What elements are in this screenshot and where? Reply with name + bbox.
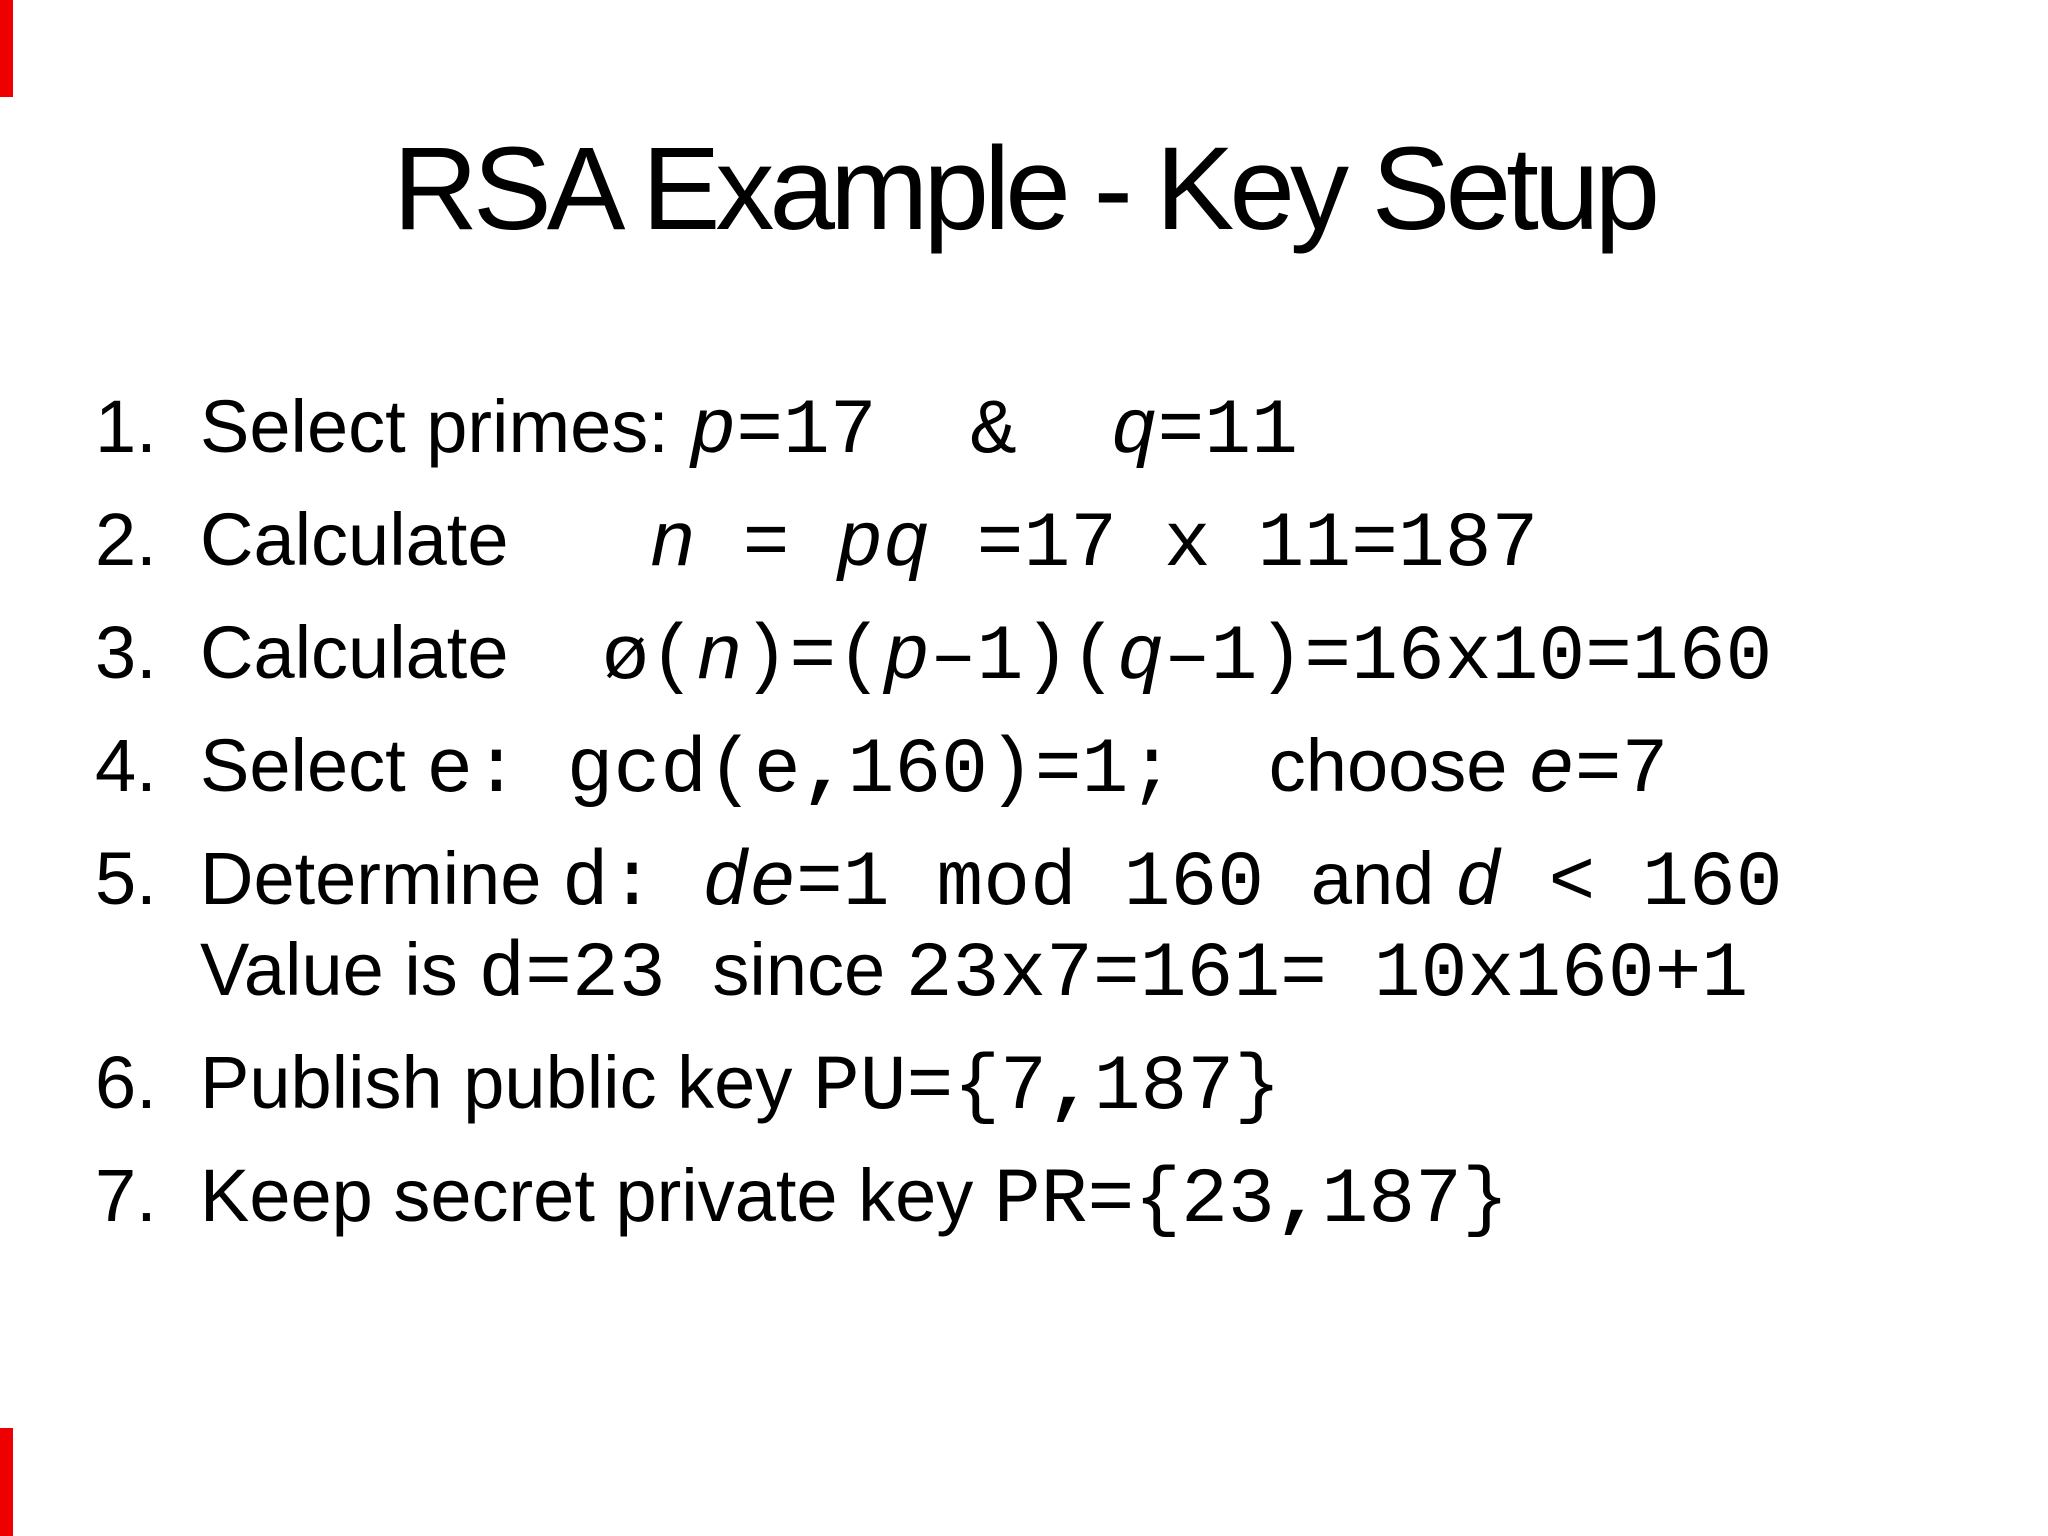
step-line: Select e: gcd(e,160)=1; choose e=7 [200, 723, 1995, 814]
text-run: Keep secret private key [200, 1154, 994, 1237]
text-run: , [800, 727, 848, 815]
text-run: = [695, 501, 837, 589]
step-line: Determine d: de=1 mod 160 and d < 160 [200, 836, 1995, 927]
text-run: Calculate [200, 611, 509, 694]
text-run: Select [200, 724, 427, 807]
step-line: Select primes: p=17 & q=11 [200, 384, 1995, 475]
step-line: Calculate n = pq =17 x 11=187 [200, 497, 1995, 588]
step-item-2: 2. Calculate n = pq =17 x 11=187 [95, 497, 1995, 588]
step-line: Value is d=23 since 23x7=161= 10x160+1 [200, 927, 1995, 1018]
text-run: and [1310, 837, 1455, 920]
text-run: ø( [508, 614, 696, 702]
text-run: Select primes: [200, 385, 690, 468]
step-item-1: 1. Select primes: p=17 & q=11 [95, 384, 1995, 475]
step-line: Calculate ø(n)=(p–1)(q–1)=16x10=160 [200, 610, 1995, 701]
step-text: Calculate n = pq =17 x 11=187 [200, 497, 1995, 588]
step-item-3: 3. Calculate ø(n)=(p–1)(q–1)=16x10=160 [95, 610, 1995, 701]
text-run: 187} [1093, 1044, 1281, 1132]
text-run: d [1454, 840, 1502, 928]
step-text: Select primes: p=17 & q=11 [200, 384, 1995, 475]
step-number: 7. [95, 1154, 157, 1237]
step-number: 1. [95, 385, 157, 468]
step-text: Select e: gcd(e,160)=1; choose e=7 [200, 723, 1995, 814]
text-run: pq [836, 501, 930, 589]
text-run: p [689, 388, 737, 476]
step-number: 6. [95, 1041, 157, 1124]
text-run: d=23 [478, 931, 713, 1019]
text-run: 187} [1321, 1157, 1509, 1245]
text-run: 23x7=161= 10x160+1 [905, 931, 1749, 1019]
text-run: p [883, 614, 930, 702]
text-run: 160)=1; [847, 727, 1269, 815]
text-run: e: gcd(e [426, 727, 801, 815]
step-line: Publish public key PU={7,187} [200, 1040, 1995, 1131]
text-run [509, 501, 649, 589]
text-run: d: [561, 840, 703, 928]
text-run: , [1274, 1157, 1322, 1245]
slide-title: RSA Example - Key Setup [392, 123, 1660, 255]
step-item-4: 4. Select e: gcd(e,160)=1; choose e=7 [95, 723, 1995, 814]
text-run: Calculate [200, 498, 509, 581]
text-run: =7 [1574, 727, 1669, 815]
text-run: –1)( [929, 614, 1118, 702]
text-run: =11 [1157, 388, 1298, 476]
step-number: 4. [95, 724, 157, 807]
step-text: Calculate ø(n)=(p–1)(q–1)=16x10=160 [200, 610, 1995, 701]
text-run: e [1527, 727, 1575, 815]
text-run: Publish public key [200, 1041, 813, 1124]
step-number: 3. [95, 611, 157, 694]
text-run: =17 x 11=187 [929, 501, 1539, 589]
text-run: n [648, 501, 696, 589]
text-run: –1)=16x10=160 [1163, 614, 1773, 702]
text-run: Determine [200, 837, 562, 920]
step-text: Keep secret private key PR={23,187} [200, 1153, 1995, 1244]
text-run: choose [1268, 724, 1528, 807]
text-run: )=( [742, 614, 883, 702]
step-item-7: 7. Keep secret private key PR={23,187} [95, 1153, 1995, 1244]
text-run: n [695, 614, 743, 702]
step-number: 5. [95, 837, 157, 920]
text-run: since [712, 928, 906, 1011]
text-run: =17 & [736, 388, 1111, 476]
text-run: =1 mod 160 [795, 840, 1311, 928]
step-line: Keep secret private key PR={23,187} [200, 1153, 1995, 1244]
text-run: q [1117, 614, 1164, 702]
step-item-6: 6. Publish public key PU={7,187} [95, 1040, 1995, 1131]
step-number: 2. [95, 498, 157, 581]
step-text: Publish public key PU={7,187} [200, 1040, 1995, 1131]
text-run: , [1046, 1044, 1094, 1132]
text-run: < 160 [1501, 840, 1783, 928]
left-edge-red-marker-bottom [0, 1428, 13, 1536]
text-run: q [1110, 388, 1158, 476]
text-run: PU={7 [812, 1044, 1047, 1132]
text-run: Value is [200, 928, 479, 1011]
left-edge-red-marker-top [0, 0, 13, 97]
text-run: de [702, 840, 796, 928]
text-run: PR={23 [993, 1157, 1275, 1245]
